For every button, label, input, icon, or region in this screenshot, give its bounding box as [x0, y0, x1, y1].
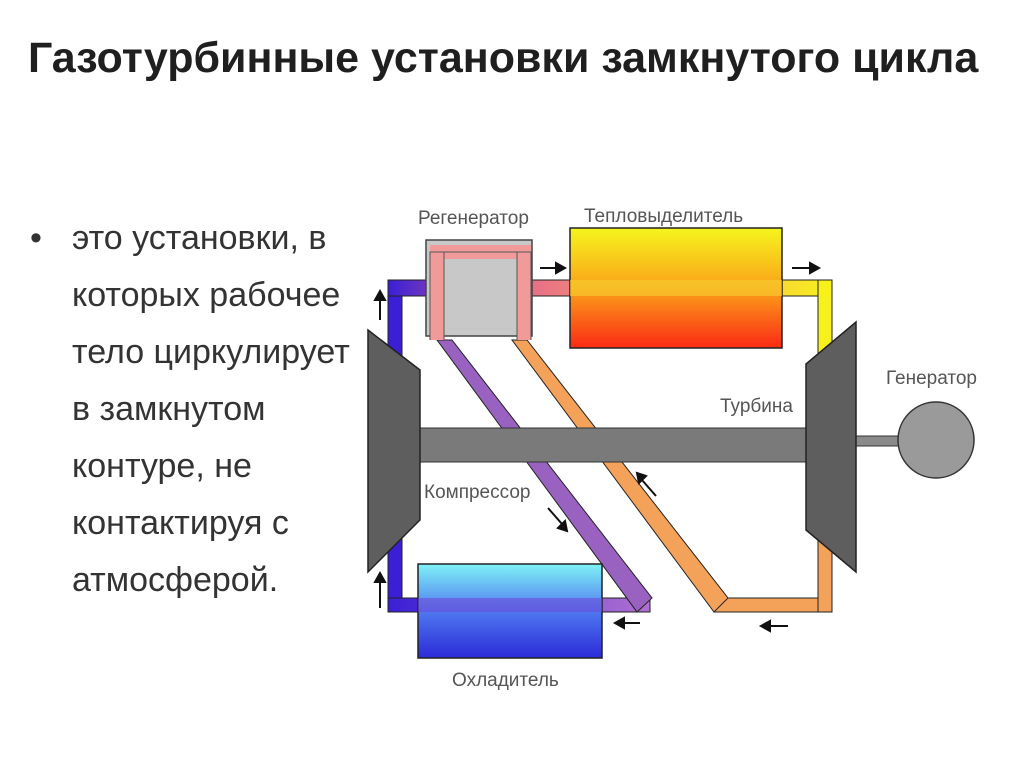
label-compressor: Компрессор	[424, 482, 530, 503]
generator	[897, 401, 975, 479]
label-cooler: Охладитель	[452, 670, 559, 691]
arrow-right-icon	[792, 261, 822, 275]
cooler	[417, 563, 603, 659]
arrow-left-icon	[612, 616, 640, 630]
slide-title: Газотурбинные установки замкнутого цикла	[28, 34, 979, 82]
bullet-text: это установки, в которых рабочее тело ци…	[72, 219, 350, 599]
bullet-marker: •	[30, 219, 42, 257]
label-turbine: Турбина	[720, 396, 793, 417]
arrow-up-icon	[373, 288, 387, 320]
arrow-right-icon	[540, 261, 568, 275]
label-generator: Генератор	[886, 368, 977, 389]
arrow-up-left-icon	[635, 471, 657, 497]
regenerator	[425, 239, 533, 340]
label-regenerator: Регенератор	[418, 208, 529, 229]
arrow-down-right-icon	[547, 507, 569, 533]
flow-arrows	[373, 261, 822, 633]
heater	[569, 227, 783, 349]
label-heater: Тепловыделитель	[584, 206, 743, 227]
shaft	[419, 427, 903, 463]
turbine	[805, 320, 857, 574]
arrow-left-icon	[758, 619, 788, 633]
return-pipe	[511, 339, 833, 613]
arrow-up-icon	[373, 570, 387, 608]
compressor	[367, 328, 421, 574]
